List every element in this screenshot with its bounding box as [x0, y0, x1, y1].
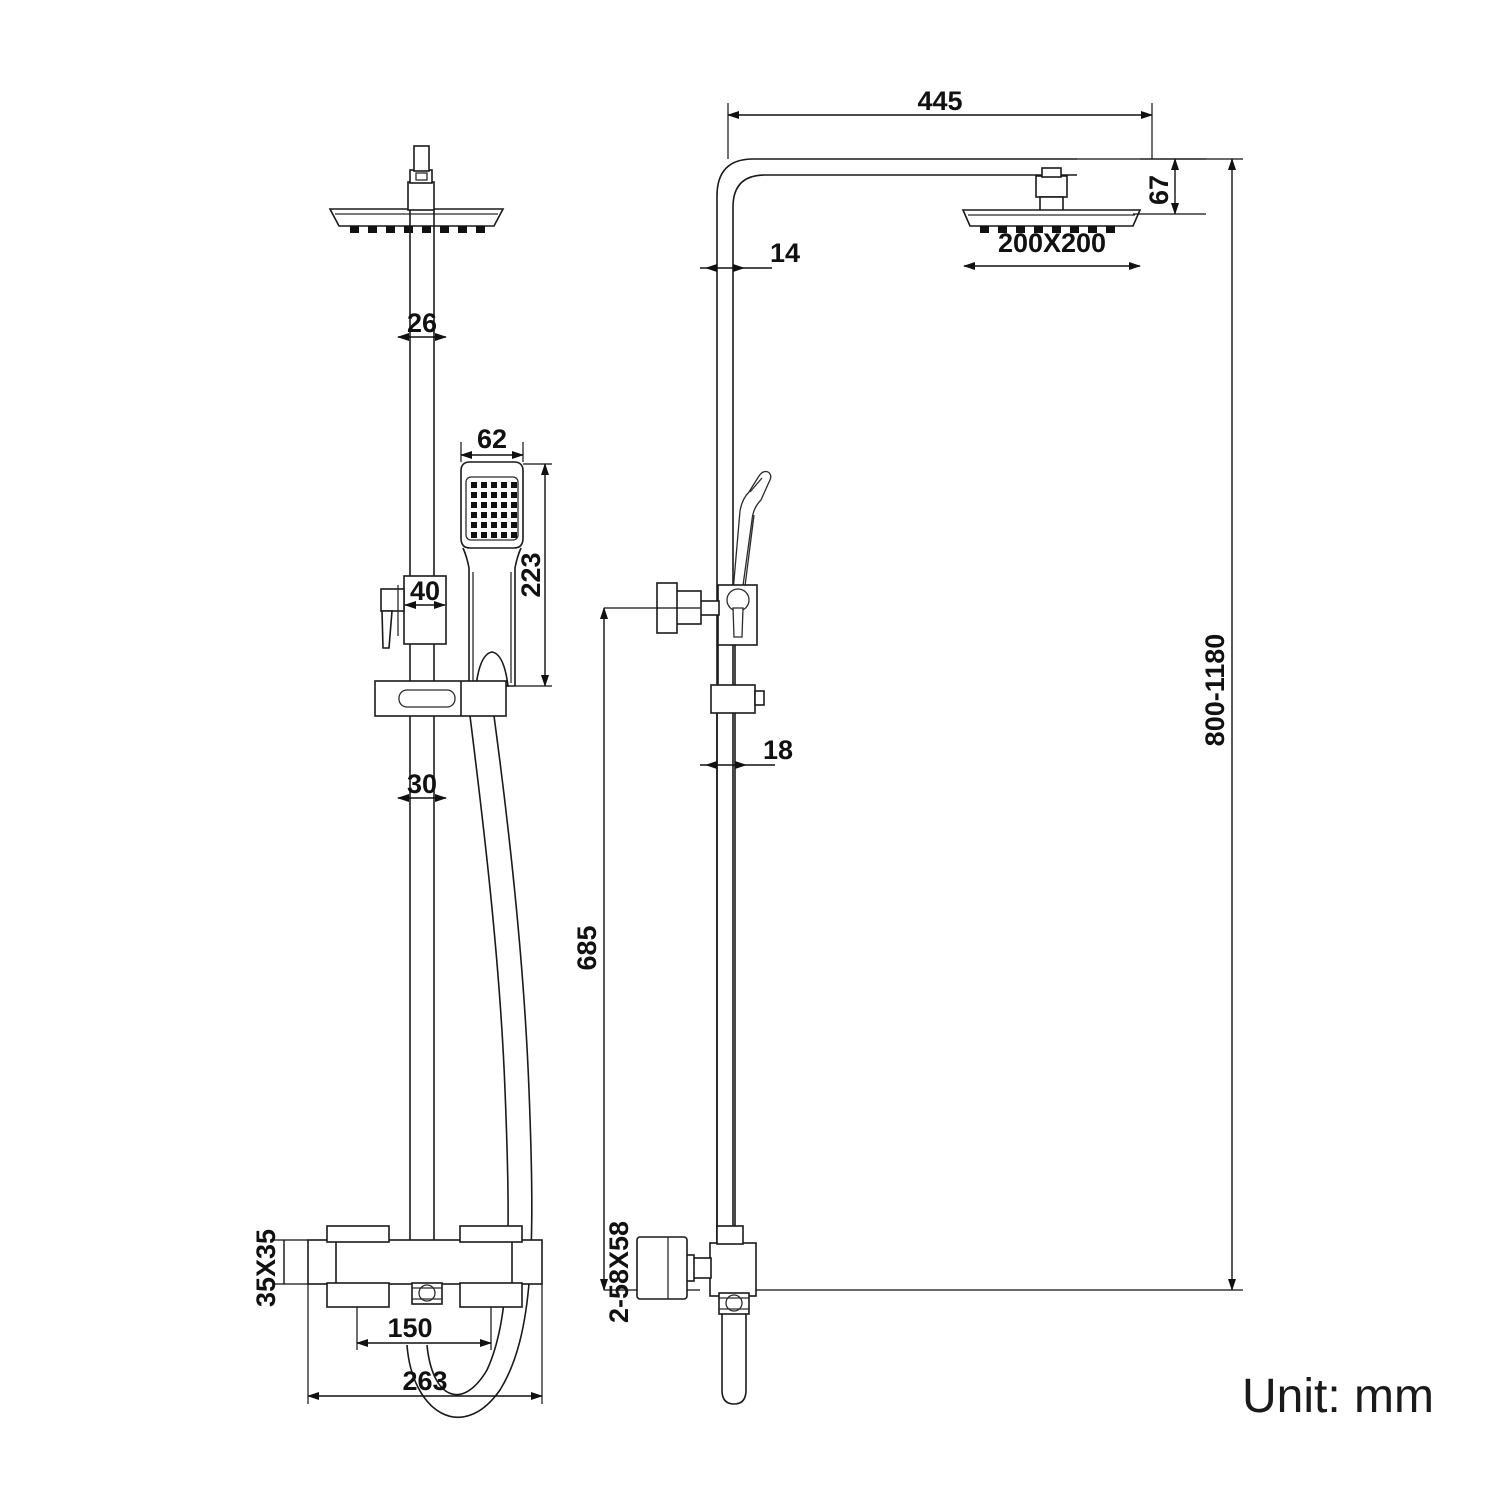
dim-arm-reach-text: 445 — [917, 86, 962, 116]
dim-inlet-centers: 150 — [356, 1307, 492, 1350]
front-hose-outlet-nut — [411, 1282, 443, 1305]
dim-handset-width-text: 62 — [477, 424, 507, 454]
dim-rail-diameter-text: 18 — [763, 735, 793, 765]
dim-overall-width-text: 263 — [402, 1366, 447, 1396]
dim-head-height-range: 800-1180 — [756, 158, 1243, 1291]
front-slider-clamp — [380, 575, 447, 649]
dim-arm-thickness: 14 — [700, 238, 800, 272]
front-riser-lower — [409, 716, 435, 1240]
dim-wall-plates-text: 2-58X58 — [604, 1221, 634, 1323]
dim-riser-lower-text: 30 — [407, 769, 437, 799]
dim-valve-profile: 35X35 — [251, 1229, 308, 1307]
side-slider-clamp — [656, 582, 758, 646]
dim-rail-diameter: 18 — [700, 735, 793, 769]
side-rail-bottom — [716, 713, 736, 1240]
dim-arm-thickness-text: 14 — [770, 238, 800, 268]
dim-head-drop-text: 67 — [1144, 175, 1174, 205]
handset-face-grid — [471, 482, 517, 538]
dim-handset-height: 223 — [515, 463, 552, 687]
dim-rail-height-text: 685 — [572, 925, 602, 970]
side-rail-lower — [717, 645, 736, 686]
shower-nozzles — [350, 226, 485, 233]
dim-riser-top-text: 26 — [407, 308, 437, 338]
side-view: 200X200 445 67 14 — [572, 86, 1243, 1405]
dim-wall-plates: 2-58X58 — [604, 1221, 634, 1323]
dim-head-size-text: 200X200 — [998, 228, 1106, 258]
dim-riser-lower: 30 — [397, 769, 447, 802]
dim-head-drop: 67 — [1077, 158, 1206, 215]
front-valve-body — [307, 1225, 543, 1308]
front-hand-shower — [460, 461, 524, 687]
dim-handset-width: 62 — [460, 424, 524, 462]
side-overhead-shower-head: 200X200 — [961, 167, 1142, 270]
side-valve-body — [636, 1225, 757, 1405]
dim-rail-height: 685 — [572, 607, 700, 1291]
front-shelf-bar — [374, 680, 507, 717]
unit-note: Unit: mm — [1242, 1370, 1434, 1423]
dim-overall-width: 263 — [307, 1284, 543, 1404]
dim-inlet-centers-text: 150 — [387, 1313, 432, 1343]
dim-holder-width: 40 — [404, 576, 446, 609]
side-shower-nozzles — [980, 226, 1115, 233]
dim-riser-top: 26 — [397, 308, 447, 341]
front-view: 26 — [251, 145, 552, 1419]
dim-handset-height-text: 223 — [516, 552, 546, 597]
dim-valve-profile-text: 35X35 — [251, 1229, 281, 1307]
side-shower-arm — [716, 158, 1077, 1290]
front-overhead-shower-head — [328, 145, 505, 233]
side-mid-bracket — [710, 684, 765, 714]
dim-holder-width-text: 40 — [410, 576, 440, 606]
dim-arm-reach: 445 — [727, 86, 1153, 159]
side-hand-shower — [732, 470, 772, 602]
dim-head-height-range-text: 800-1180 — [1200, 634, 1230, 747]
